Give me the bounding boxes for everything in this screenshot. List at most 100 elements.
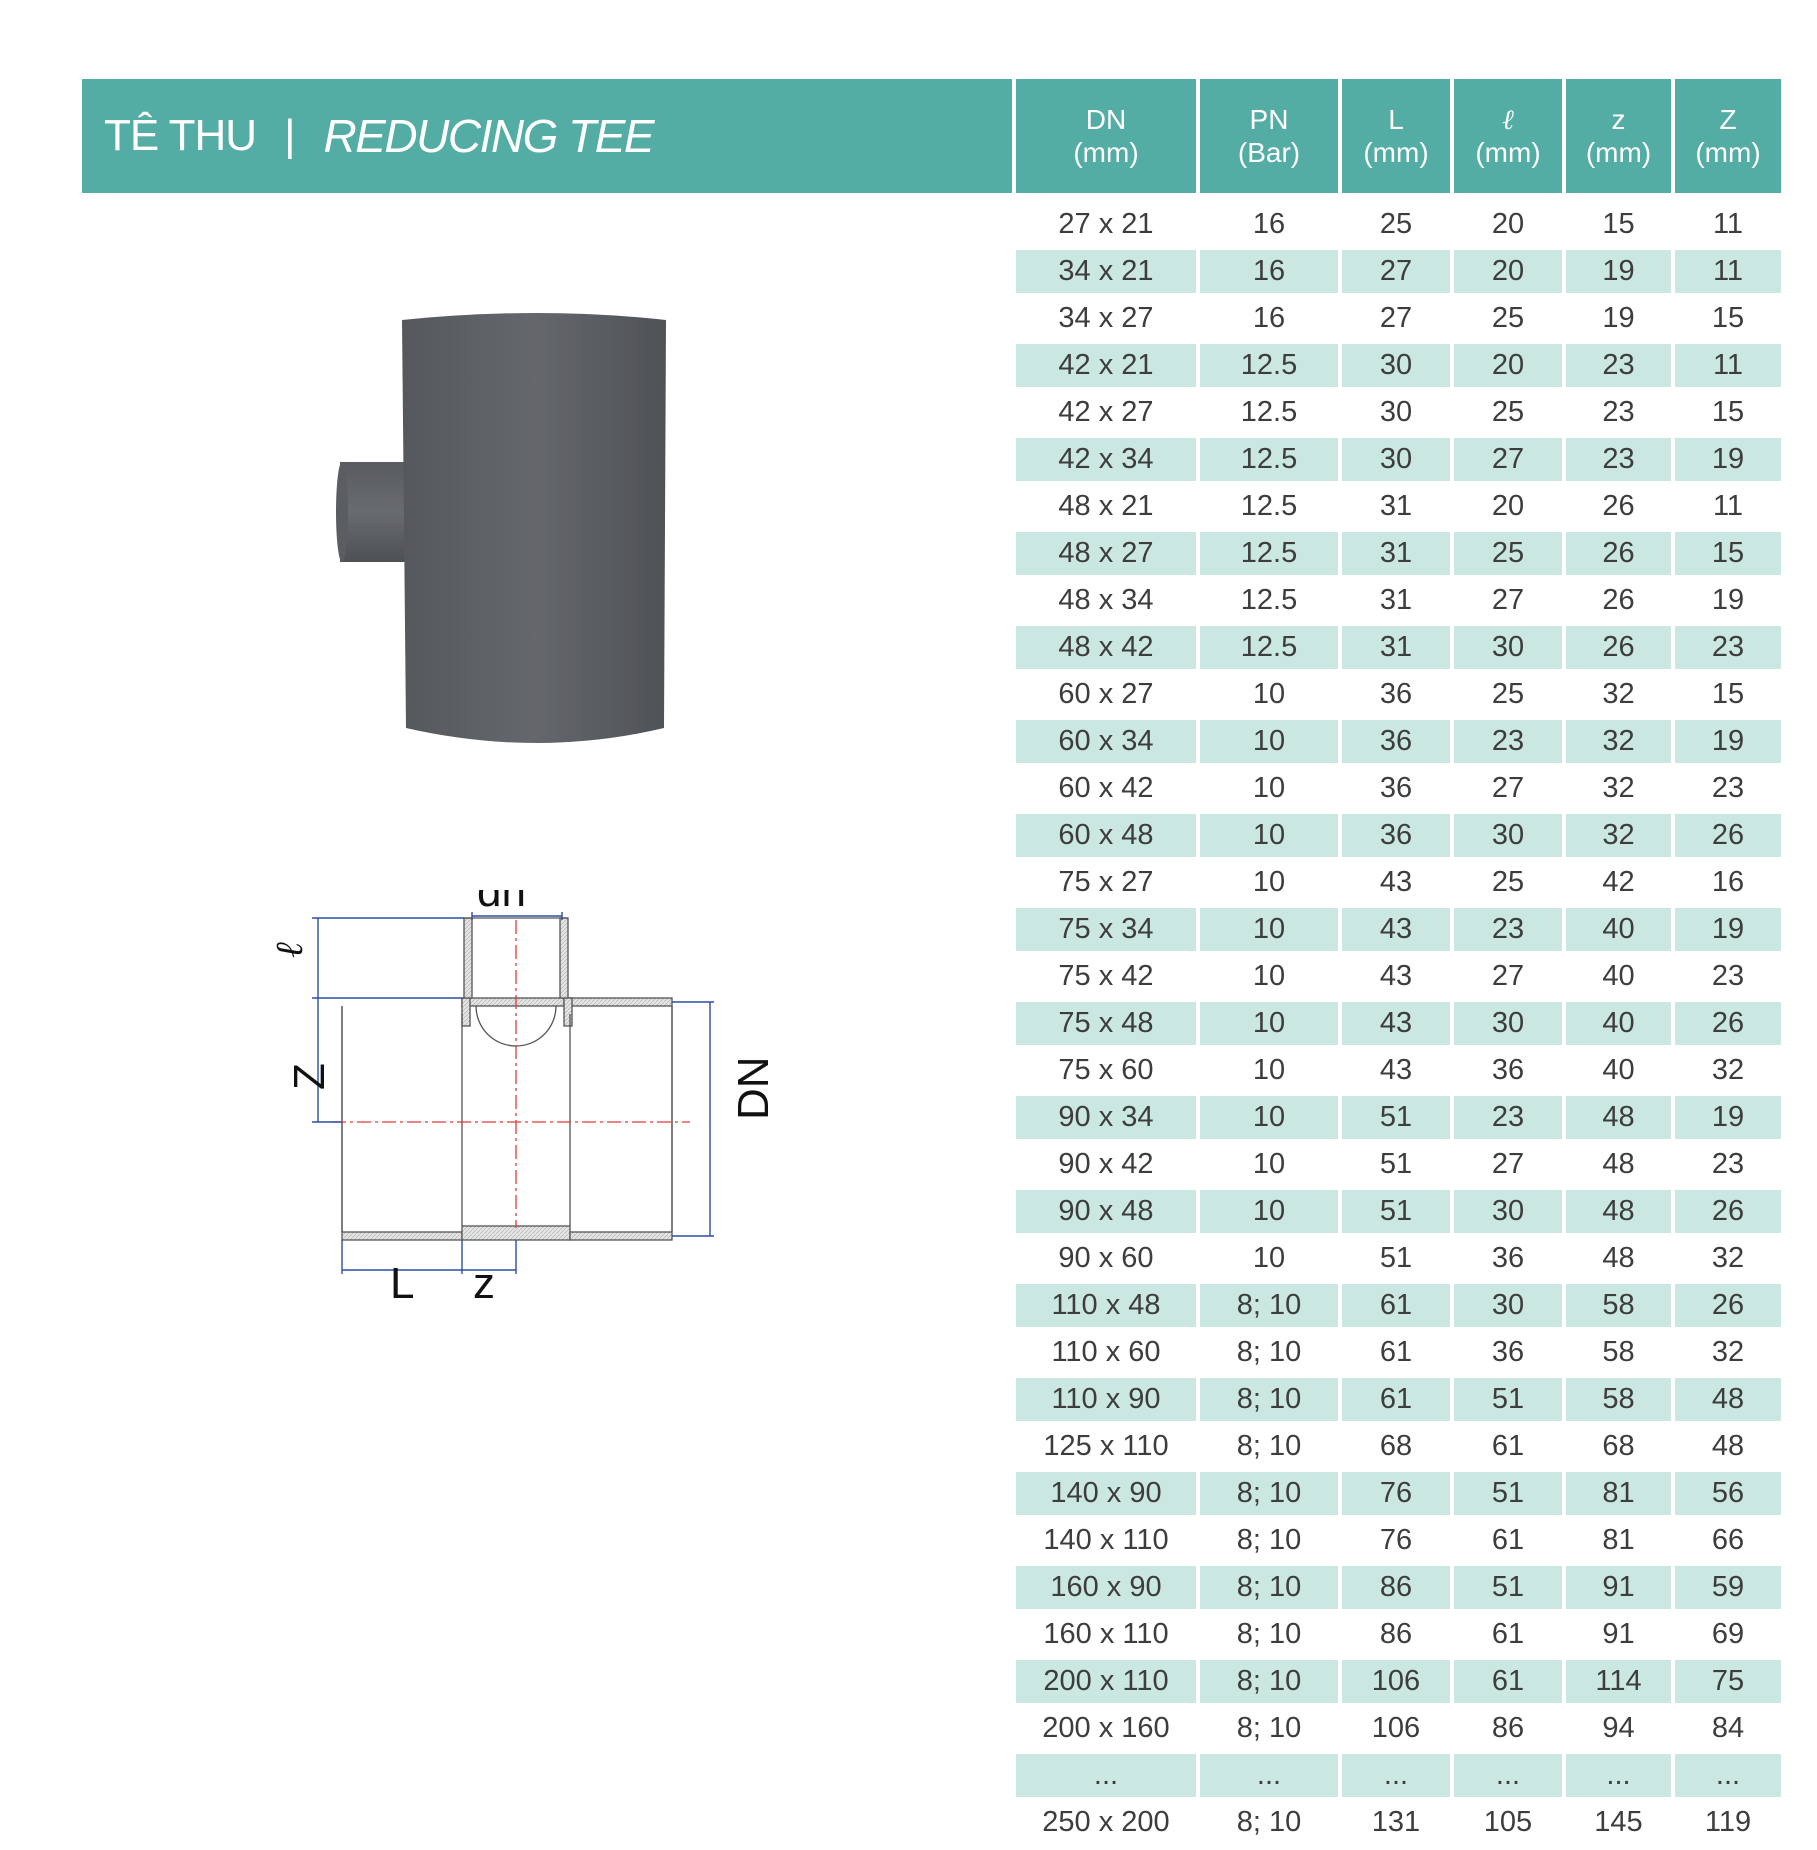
table-cell: 76 <box>1342 1515 1450 1562</box>
table-cell: 25 <box>1454 857 1562 904</box>
table-cell: 30 <box>1454 810 1562 857</box>
table-cell: 43 <box>1342 951 1450 998</box>
table-cell: 20 <box>1454 340 1562 387</box>
column-header: DN(mm) <box>1016 79 1196 193</box>
table-cell: 36 <box>1342 763 1450 810</box>
table-cell: 12.5 <box>1200 340 1338 387</box>
table-cell: 42 x 21 <box>1016 340 1196 387</box>
table-cell: 25 <box>1454 528 1562 575</box>
label-dn: dn <box>477 890 526 916</box>
column-header-unit: (mm) <box>1363 137 1429 168</box>
table-cell: 26 <box>1566 575 1671 622</box>
table-cell: 48 x 42 <box>1016 622 1196 669</box>
table-cell: 43 <box>1342 998 1450 1045</box>
table-cell: 27 <box>1454 434 1562 481</box>
table-cell: 26 <box>1566 481 1671 528</box>
branch-socket-end <box>336 462 348 562</box>
table-cell: 27 x 21 <box>1016 193 1196 246</box>
table-cell: ... <box>1200 1750 1338 1797</box>
table-cell: 23 <box>1566 387 1671 434</box>
table-cell: 10 <box>1200 904 1338 951</box>
table-cell: 51 <box>1342 1139 1450 1186</box>
table-cell: 110 x 60 <box>1016 1327 1196 1374</box>
table-cell: 48 <box>1675 1374 1781 1421</box>
table-cell: 51 <box>1342 1186 1450 1233</box>
table-cell: 15 <box>1675 387 1781 434</box>
table-cell: 31 <box>1342 622 1450 669</box>
table-cell: 91 <box>1566 1609 1671 1656</box>
table-cell: 48 <box>1566 1186 1671 1233</box>
table-cell: 26 <box>1566 622 1671 669</box>
table-cell: 75 x 34 <box>1016 904 1196 951</box>
column-header: z(mm) <box>1566 79 1671 193</box>
table-cell: 23 <box>1454 1092 1562 1139</box>
table-cell: 19 <box>1675 716 1781 763</box>
table-cell: 42 x 34 <box>1016 434 1196 481</box>
column-header-name: Z <box>1719 104 1737 135</box>
title-vietnamese: TÊ THU <box>104 111 257 160</box>
dimension-lines <box>312 912 714 1274</box>
table-cell: 48 x 21 <box>1016 481 1196 528</box>
table-cell: 25 <box>1342 193 1450 246</box>
table-cell: 58 <box>1566 1327 1671 1374</box>
table-cell: 23 <box>1566 340 1671 387</box>
table-cell: 16 <box>1675 857 1781 904</box>
table-cell: 32 <box>1566 763 1671 810</box>
table-cell: ... <box>1675 1750 1781 1797</box>
table-cell: 11 <box>1675 340 1781 387</box>
table-cell: 51 <box>1454 1468 1562 1515</box>
table-cell: 61 <box>1454 1515 1562 1562</box>
column-header: L(mm) <box>1342 79 1450 193</box>
table-cell: 48 x 27 <box>1016 528 1196 575</box>
title-separator: | <box>284 111 296 160</box>
table-cell: 31 <box>1342 575 1450 622</box>
table-cell: 43 <box>1342 857 1450 904</box>
table-cell: 8; 10 <box>1200 1327 1338 1374</box>
table-cell: 160 x 110 <box>1016 1609 1196 1656</box>
table-cell: 68 <box>1342 1421 1450 1468</box>
technical-drawing: dn Z ℓ DN L z <box>240 867 800 1320</box>
table-cell: 32 <box>1675 1233 1781 1280</box>
table-cell: 27 <box>1454 1139 1562 1186</box>
column-header: Z(mm) <box>1675 79 1781 193</box>
table-cell: ... <box>1454 1750 1562 1797</box>
table-cell: 10 <box>1200 951 1338 998</box>
table-cell: 8; 10 <box>1200 1421 1338 1468</box>
table-cell: 26 <box>1675 1186 1781 1233</box>
table-cell: 114 <box>1566 1656 1671 1703</box>
table-cell: 106 <box>1342 1703 1450 1750</box>
tee-dimension-drawing: dn Z ℓ DN L z <box>267 867 778 1308</box>
label-Z: Z <box>285 1063 334 1090</box>
table-cell: 30 <box>1454 1186 1562 1233</box>
table-cell: 23 <box>1454 904 1562 951</box>
table-cell: 48 <box>1566 1092 1671 1139</box>
table-cell: 90 x 60 <box>1016 1233 1196 1280</box>
table-cell: 51 <box>1342 1233 1450 1280</box>
table-cell: 23 <box>1675 1139 1781 1186</box>
table-cell: 20 <box>1454 193 1562 246</box>
table-cell: 11 <box>1675 193 1781 246</box>
table-cell: 12.5 <box>1200 434 1338 481</box>
table-cell: 76 <box>1342 1468 1450 1515</box>
table-cell: 8; 10 <box>1200 1280 1338 1327</box>
table-cell: 250 x 200 <box>1016 1797 1196 1844</box>
table-cell: 27 <box>1454 951 1562 998</box>
table-cell: 61 <box>1342 1374 1450 1421</box>
table-cell: 40 <box>1566 951 1671 998</box>
